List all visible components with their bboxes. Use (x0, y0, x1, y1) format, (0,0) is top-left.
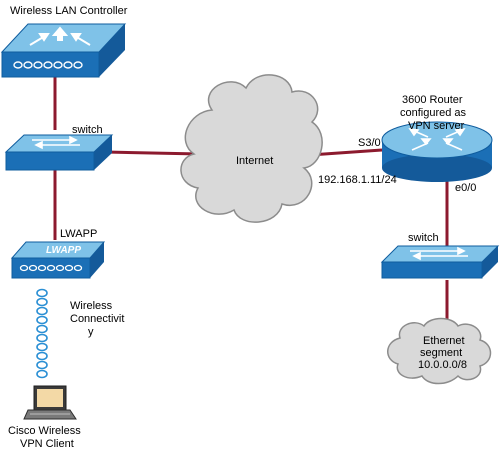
client-label: Cisco Wireless VPN Client (8, 425, 84, 450)
link-switch-internet (104, 150, 201, 156)
wireless-conn-label: Wireless Connectivit y (70, 300, 127, 338)
ip-label: 192.168.1.11/24 (318, 174, 397, 186)
link-internet-router (309, 148, 383, 157)
s30-label: S3/0 (358, 137, 381, 149)
ethernet-line-1: Ethernet (423, 335, 465, 347)
ethernet-cloud-icon (387, 317, 492, 385)
wireless-conn-line-2: Connectivit (70, 313, 124, 325)
e00-label: e0/0 (455, 182, 476, 194)
laptop-icon (23, 385, 77, 420)
switch-icon (380, 245, 500, 279)
wireless-conn-line-3: y (88, 326, 94, 338)
lwapp-badge: LWAPP (46, 245, 81, 256)
switch-icon (4, 134, 114, 171)
router-desc-line-1: 3600 Router (402, 94, 463, 106)
lwapp-label: LWAPP (60, 228, 97, 240)
wireless-conn-line-1: Wireless (70, 300, 113, 312)
client-line-1: Cisco Wireless (8, 425, 81, 437)
wireless-signal-icon (36, 288, 48, 379)
client-line-2: VPN Client (20, 438, 74, 450)
wlc-title: Wireless LAN Controller (10, 5, 128, 17)
access-point-icon: LWAPP (10, 241, 106, 279)
switch-right-label: switch (408, 232, 439, 244)
router-desc-line-2: configured as (400, 107, 467, 119)
switch-top-label: switch (72, 124, 103, 136)
router-desc: 3600 Router configured as VPN server (400, 94, 469, 132)
ethernet-label: Ethernet segment 10.0.0.0/8 (418, 335, 468, 371)
router-icon (381, 121, 493, 182)
wlc-icon (0, 23, 127, 78)
internet-cloud-icon (180, 74, 323, 223)
ethernet-line-3: 10.0.0.0/8 (418, 359, 467, 371)
internet-label: Internet (236, 155, 273, 167)
router-desc-line-3: VPN server (408, 120, 465, 132)
ethernet-line-2: segment (420, 347, 462, 359)
